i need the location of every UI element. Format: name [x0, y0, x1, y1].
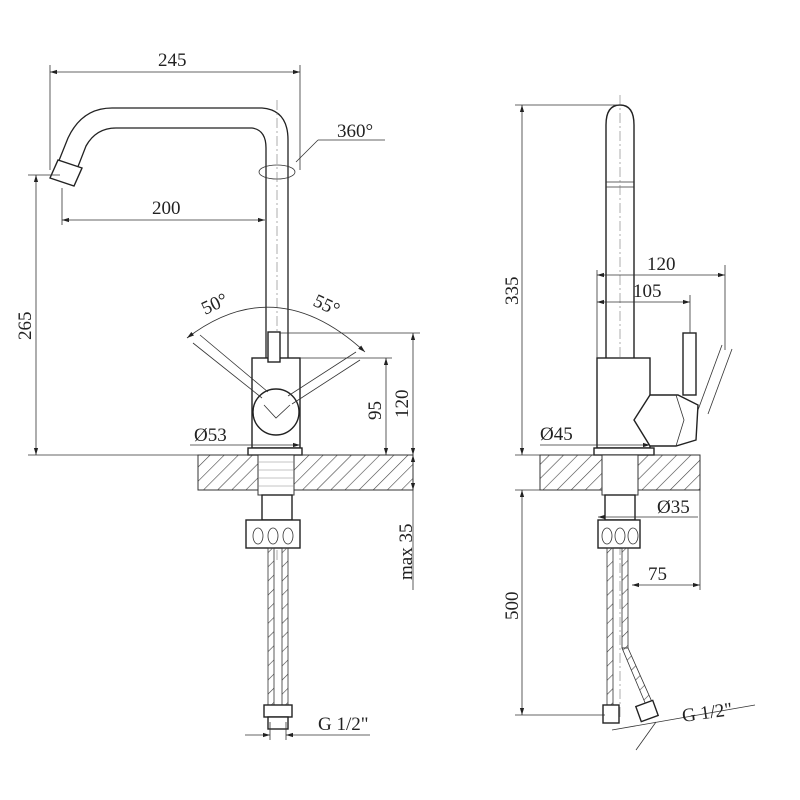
front-hoses	[263, 547, 293, 730]
dim-335: 335	[502, 277, 523, 306]
front-spout	[51, 107, 289, 358]
dim-55deg: 55°	[310, 290, 343, 320]
dim-120-front: 120	[392, 390, 413, 419]
dim-360: 360°	[337, 121, 373, 142]
side-hoses	[602, 547, 660, 724]
dim-95: 95	[365, 401, 386, 420]
dim-245: 245	[158, 50, 187, 71]
dim-g12-side: G 1/2"	[681, 699, 734, 727]
dim-d45: Ø45	[540, 424, 573, 445]
side-pole	[605, 104, 635, 361]
dim-d53: Ø53	[194, 425, 227, 446]
dim-200: 200	[152, 198, 181, 219]
dim-265: 265	[15, 312, 36, 341]
dim-g12-front: G 1/2"	[318, 714, 369, 735]
lever-right-position	[287, 351, 361, 405]
front-view: 245 360° 200 265 50° 55° 120 95 max 35 Ø…	[15, 50, 420, 740]
side-lever-up	[682, 332, 697, 396]
dim-max35: max 35	[396, 524, 417, 580]
side-lever-angled	[697, 344, 733, 415]
front-shank	[257, 454, 295, 496]
handle-ball	[252, 388, 300, 436]
side-body	[596, 357, 651, 449]
dim-75: 75	[648, 564, 667, 585]
dim-500: 500	[502, 592, 523, 621]
dim-105: 105	[633, 281, 662, 302]
dim-120-side: 120	[647, 254, 676, 275]
side-handle-block	[633, 394, 699, 447]
dim-d35: Ø35	[657, 497, 690, 518]
side-view: 335 500 120 105 Ø45 Ø35 75 G 1/2"	[502, 95, 756, 751]
handle-angle-arc	[186, 306, 366, 353]
side-shank	[601, 454, 639, 496]
spout-nozzle	[49, 159, 83, 187]
front-countertop	[197, 454, 414, 491]
